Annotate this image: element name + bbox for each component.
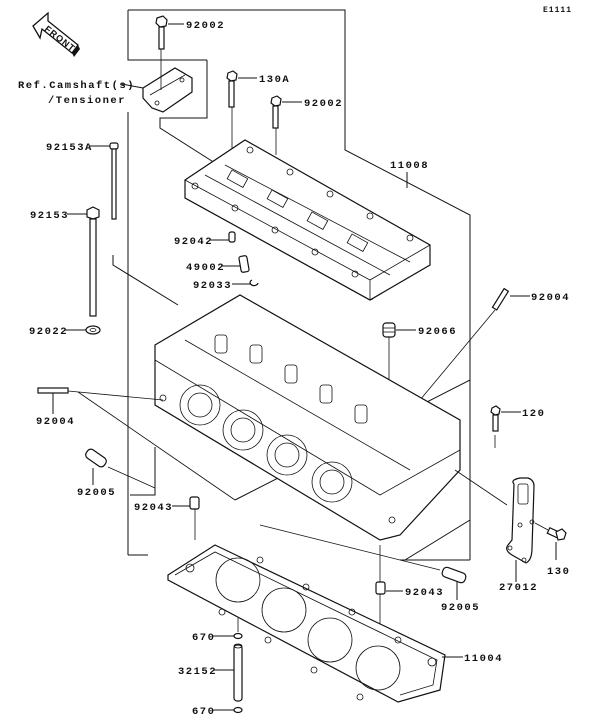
bolt-130A [226, 70, 238, 150]
bolt-92002-mid [270, 95, 282, 155]
bolt-92153 [86, 206, 100, 317]
ref-tensioner-note: /Tensioner [48, 95, 126, 107]
part-label-130: 130 [547, 566, 570, 578]
part-label-92153A: 92153A [46, 142, 93, 154]
part-label-92005-left: 92005 [77, 487, 116, 499]
fitting-92005-right [259, 524, 467, 584]
bolt-92002-top [155, 15, 168, 90]
part-label-670-top: 670 [192, 632, 215, 644]
front-arrow-icon: FRONT [32, 11, 80, 57]
head-gasket-11004 [167, 544, 446, 703]
part-label-120: 120 [522, 408, 545, 420]
part-label-92005-right: 92005 [441, 602, 480, 614]
part-label-11008: 11008 [390, 160, 429, 172]
fitting-92005-left [85, 448, 156, 489]
part-label-670-bottom: 670 [192, 706, 215, 718]
o-ring-670-bottom [233, 706, 243, 714]
part-label-92004-right: 92004 [531, 292, 570, 304]
dowel-92043-right [375, 581, 386, 595]
part-label-92022: 92022 [29, 326, 68, 338]
clip-92033 [249, 279, 259, 287]
tappet-49002 [238, 255, 250, 273]
camshaft-holder-11008 [184, 139, 431, 301]
front-label: FRONT [43, 24, 78, 54]
ref-camshaft-note: Ref.Camshaft(s) [18, 80, 135, 92]
dowel-92042 [228, 231, 236, 243]
part-label-92066: 92066 [418, 326, 457, 338]
part-label-130A: 130A [259, 74, 290, 86]
part-label-92002-top: 92002 [186, 20, 225, 32]
part-label-92033: 92033 [193, 280, 232, 292]
bolt-130 [534, 522, 567, 541]
part-label-92043-right: 92043 [405, 587, 444, 599]
washer-92022 [85, 325, 101, 335]
cylinder-head [154, 294, 461, 541]
stud-92004-right [419, 287, 510, 401]
camshaft-tensioner-bracket [142, 67, 193, 113]
diagram-code: E1111 [543, 6, 572, 15]
part-label-49002: 49002 [186, 262, 225, 274]
part-label-92002-mid: 92002 [304, 98, 343, 110]
part-label-92004-left: 92004 [36, 416, 75, 428]
bolt-120 [490, 405, 501, 448]
part-label-32152: 32152 [178, 666, 217, 678]
pipe-32152 [233, 643, 243, 702]
dowel-92043-left [189, 496, 200, 510]
part-label-11004: 11004 [464, 653, 503, 665]
part-label-27012: 27012 [499, 582, 538, 594]
bolt-92153A [109, 142, 119, 220]
o-ring-670-top [233, 632, 243, 640]
bracket-27012 [454, 469, 535, 564]
part-label-92153: 92153 [30, 210, 69, 222]
part-label-92042: 92042 [174, 236, 213, 248]
part-label-92043-left: 92043 [134, 502, 173, 514]
